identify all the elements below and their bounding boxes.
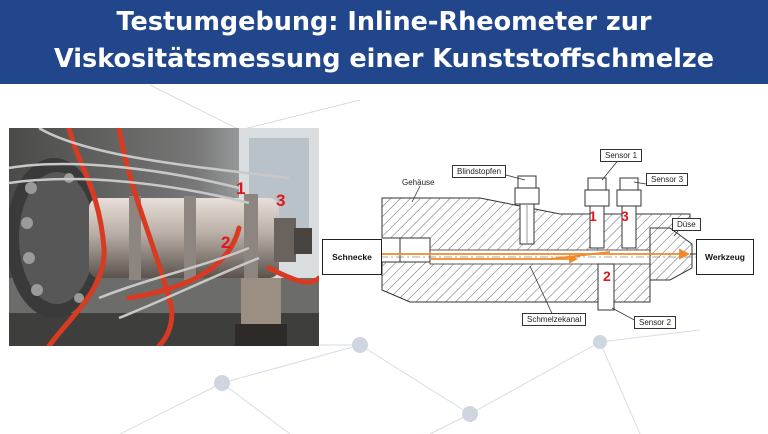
page-title: Testumgebung: Inline-Rheometer zur Visko…: [0, 4, 768, 78]
diagram-number-2: 2: [603, 268, 611, 284]
label-sensor-3: Sensor 3: [646, 173, 689, 186]
label-duese: Düse: [672, 218, 701, 231]
diagram-number-3: 3: [621, 208, 629, 224]
label-gehaeuse: Gehäuse: [402, 178, 435, 187]
title-line-1: Testumgebung: Inline-Rheometer zur: [116, 7, 652, 37]
label-blindstopfen: Blindstopfen: [452, 165, 507, 178]
label-sensor-2: Sensor 2: [634, 316, 677, 329]
title-line-2: Viskositätsmessung einer Kunststoffschme…: [54, 44, 714, 74]
rheometer-photo: [9, 128, 319, 346]
endpoint-schnecke: Schnecke: [322, 239, 382, 275]
header-bar: [0, 0, 768, 84]
photo-label-1: 1: [236, 179, 246, 198]
photo-label-2: 2: [221, 233, 231, 252]
rheometer-cross-section: [372, 157, 700, 323]
diagram-number-1: 1: [589, 208, 597, 224]
label-sensor-1: Sensor 1: [600, 149, 643, 162]
photo-label-3: 3: [276, 191, 286, 210]
endpoint-werkzeug: Werkzeug: [696, 239, 754, 275]
label-schmelzekanal: Schmelzekanal: [522, 313, 587, 326]
